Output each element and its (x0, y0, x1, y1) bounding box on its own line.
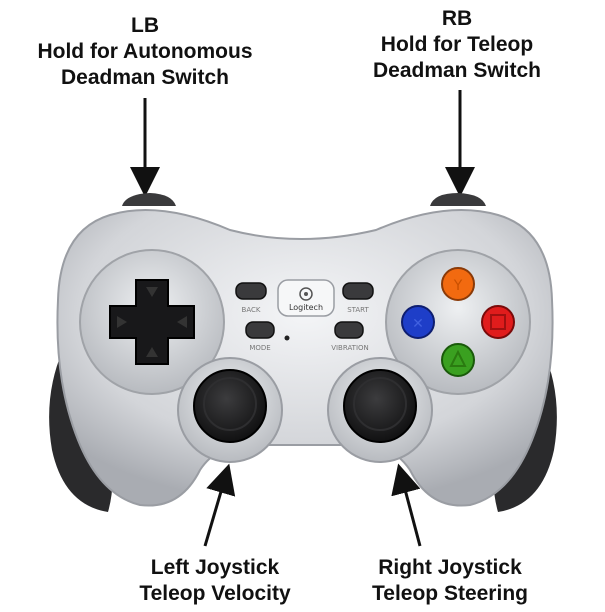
rb-label: RB Hold for Teleop Deadman Switch (312, 6, 602, 84)
back-label: BACK (242, 306, 261, 314)
face-button-well (385, 249, 531, 395)
x-button[interactable]: ✕ (401, 305, 435, 339)
a-button-glyph (449, 349, 467, 367)
start-button[interactable] (342, 282, 374, 300)
start-label: START (347, 306, 369, 314)
y-button-glyph: Y (453, 278, 463, 294)
y-button[interactable]: Y (441, 267, 475, 301)
dpad[interactable] (109, 279, 195, 365)
left-joystick-line2: Teleop Velocity (139, 582, 291, 605)
logitech-wordmark: Logitech (289, 303, 323, 312)
rb-line1: Hold for Teleop (380, 33, 534, 56)
left-joystick-arrow (203, 463, 236, 547)
b-button[interactable] (481, 305, 515, 339)
right-joystick-arrow (391, 463, 422, 547)
left-joystick-label: Left Joystick Teleop Velocity (90, 555, 340, 607)
lb-label: LB Hold for Autonomous Deadman Switch (0, 13, 290, 91)
right-joystick-line2: Teleop Steering (372, 582, 528, 605)
x-button-glyph: ✕ (412, 316, 424, 332)
mode-label: MODE (249, 344, 270, 352)
rb-button[interactable] (430, 193, 486, 206)
vibration-label: VIBRATION (331, 344, 369, 352)
logitech-logo: Logitech (277, 279, 335, 317)
rb-title: RB (441, 7, 473, 30)
a-button[interactable] (441, 343, 475, 377)
back-button[interactable] (235, 282, 267, 300)
right-joystick-label: Right Joystick Teleop Steering (325, 555, 575, 607)
lb-title: LB (131, 14, 159, 37)
mode-button[interactable] (245, 321, 275, 339)
left-joystick-cap (203, 377, 257, 431)
vibration-button[interactable] (334, 321, 364, 339)
right-joystick-cap (353, 377, 407, 431)
rb-line2: Deadman Switch (372, 59, 542, 82)
b-button-glyph (490, 314, 506, 330)
right-joystick-line1: Right Joystick (378, 556, 522, 579)
lb-button[interactable] (122, 193, 176, 206)
mode-led (284, 335, 290, 341)
lb-line2: Deadman Switch (60, 66, 230, 89)
left-joystick-line1: Left Joystick (150, 556, 280, 579)
lb-line1: Hold for Autonomous (37, 40, 253, 63)
